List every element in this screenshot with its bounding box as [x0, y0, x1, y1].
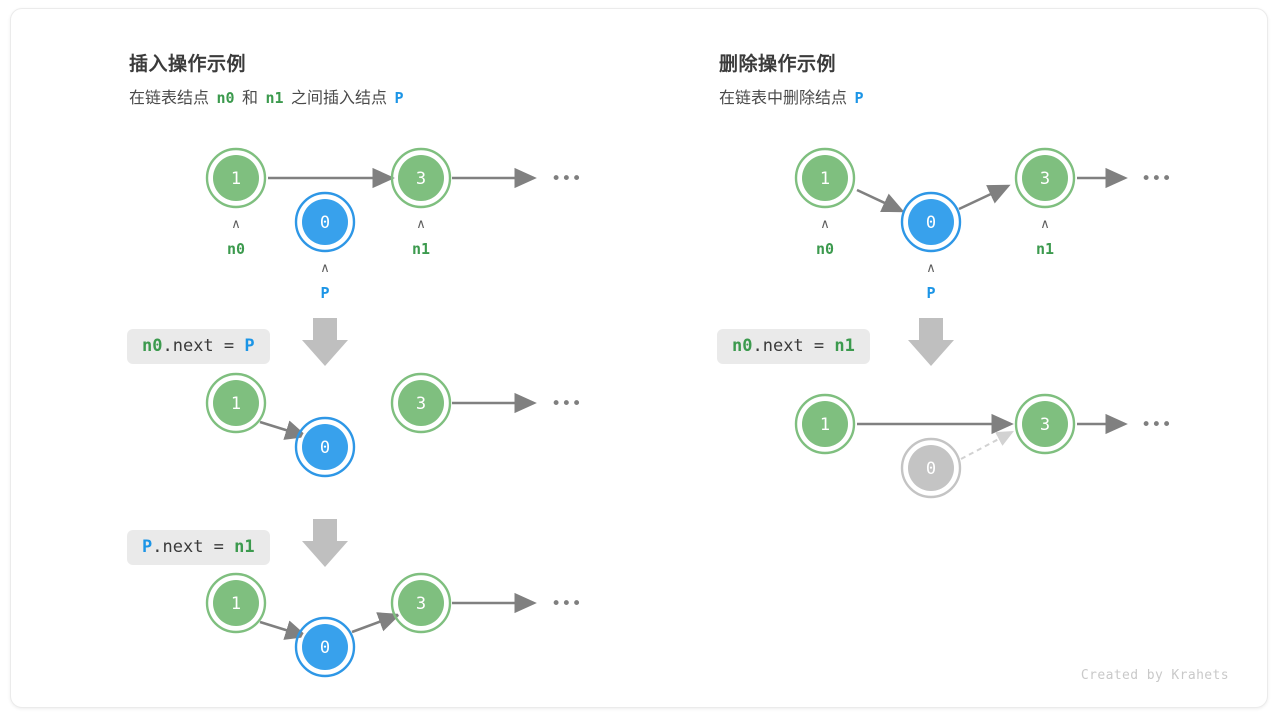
code-token-p2: P [142, 537, 153, 557]
code-token-dn1: n1 [834, 336, 855, 356]
subtitle-text-d1: 在链表中删除结点 [719, 90, 848, 107]
code-chip-insert-step1: n0.next = P [127, 329, 270, 365]
panel-delete-title: 删除操作示例 [719, 54, 837, 75]
code-token-n1: n1 [234, 537, 255, 557]
code-chip-insert-step2: P.next = n1 [127, 530, 270, 566]
code-token-n0: n0 [142, 336, 163, 356]
credit-text: Created by Krahets [1080, 668, 1229, 683]
code-token-dn0: n0 [732, 336, 753, 356]
code-token-next1: .next = [162, 336, 245, 356]
subtitle-text-2: 和 [241, 90, 258, 107]
code-token-next2: .next = [152, 537, 235, 557]
code-chip-delete-step1: n0.next = n1 [717, 329, 870, 365]
subtitle-ref-p: P [394, 89, 404, 107]
diagram-card: 插入操作示例 在链表结点 n0 和 n1 之间插入结点 P n0.next = … [10, 8, 1268, 708]
subtitle-ref-n0: n0 [216, 89, 235, 107]
panel-insert: 插入操作示例 在链表结点 n0 和 n1 之间插入结点 P n0.next = … [11, 9, 651, 707]
panel-insert-title: 插入操作示例 [129, 54, 247, 75]
code-token-dnext: .next = [752, 336, 835, 356]
panel-delete-subtitle: 在链表中删除结点 P [719, 84, 867, 108]
subtitle-ref-n1: n1 [265, 89, 284, 107]
panel-delete: 删除操作示例 在链表中删除结点 P n0.next = n1 [651, 9, 1280, 707]
subtitle-text-1: 在链表结点 [129, 90, 210, 107]
subtitle-ref-pd: P [854, 89, 864, 107]
panel-insert-subtitle: 在链表结点 n0 和 n1 之间插入结点 P [129, 84, 406, 108]
code-token-p: P [244, 336, 255, 356]
subtitle-text-3: 之间插入结点 [290, 90, 387, 107]
